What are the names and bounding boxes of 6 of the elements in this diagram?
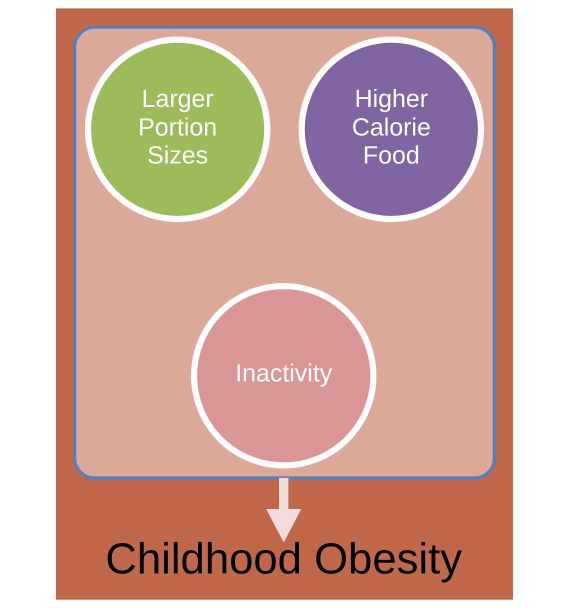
node-circle: Larger Portion Sizes: [84, 36, 270, 222]
cluster: [72, 26, 496, 480]
node-circle: Higher Calorie Food: [298, 36, 484, 222]
node-text: Childhood Obesity: [104, 534, 462, 584]
arrow: [266, 478, 301, 542]
node-circle: Inactivity: [190, 282, 376, 469]
